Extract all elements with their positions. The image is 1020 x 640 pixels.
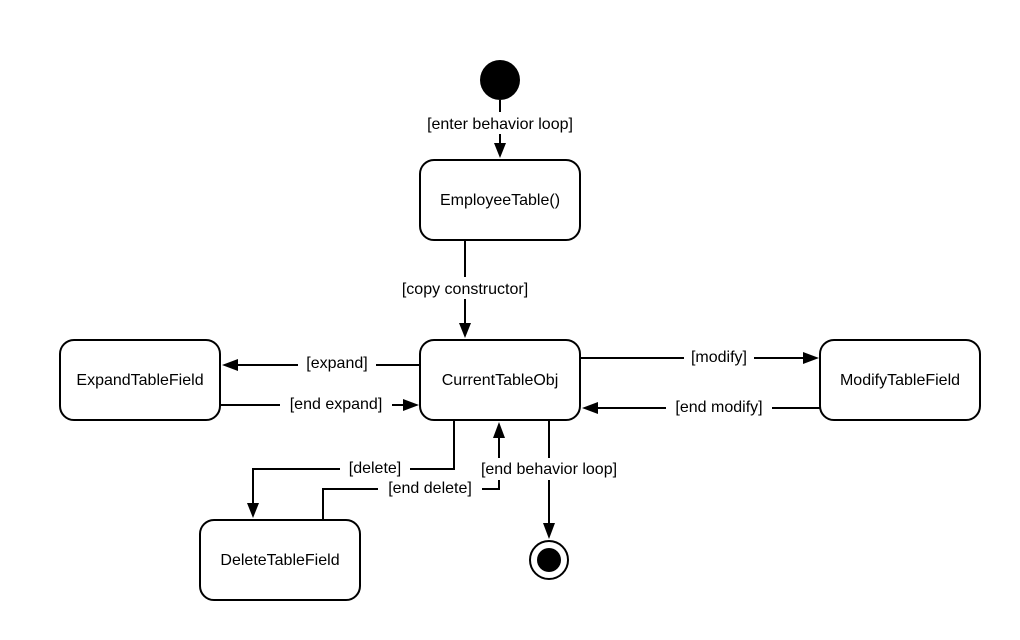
- transition-label-modify: [modify]: [691, 349, 747, 366]
- state-label-employee-table: EmployeeTable(): [440, 192, 560, 209]
- initial-state-node: [480, 60, 520, 100]
- state-expand-table-field: ExpandTableField: [59, 339, 221, 421]
- final-state-node: [529, 540, 569, 580]
- transition-label-end-behavior-loop: [end behavior loop]: [481, 461, 617, 478]
- state-current-table-obj: CurrentTableObj: [419, 339, 581, 421]
- transition-label-expand: [expand]: [306, 355, 367, 372]
- transition-label-delete: [delete]: [349, 460, 401, 477]
- transition-label-enter-behavior-loop: [enter behavior loop]: [427, 116, 573, 133]
- transition-label-end-modify: [end modify]: [675, 399, 762, 416]
- state-label-delete-table-field: DeleteTableField: [220, 552, 339, 569]
- transition-copy-constructor: [copy constructor]: [390, 240, 540, 338]
- transition-end-expand: [end expand]: [220, 393, 419, 415]
- transition-label-end-delete: [end delete]: [388, 480, 472, 497]
- state-label-current-table-obj: CurrentTableObj: [442, 372, 559, 389]
- transition-delete: [delete]: [247, 420, 455, 518]
- transition-enter-behavior-loop: [enter behavior loop]: [414, 100, 586, 158]
- state-label-modify-table-field: ModifyTableField: [840, 372, 960, 389]
- state-modify-table-field: ModifyTableField: [819, 339, 981, 421]
- transition-modify: [modify]: [580, 346, 819, 368]
- state-employee-table: EmployeeTable(): [419, 159, 581, 241]
- state-delete-table-field: DeleteTableField: [199, 519, 361, 601]
- transition-end-modify: [end modify]: [582, 396, 820, 418]
- state-label-expand-table-field: ExpandTableField: [76, 372, 203, 389]
- transition-expand: [expand]: [222, 352, 420, 374]
- transition-label-copy-constructor: [copy constructor]: [402, 281, 528, 298]
- transition-label-end-expand: [end expand]: [290, 396, 383, 413]
- transition-end-behavior-loop: [end behavior loop]: [470, 420, 628, 539]
